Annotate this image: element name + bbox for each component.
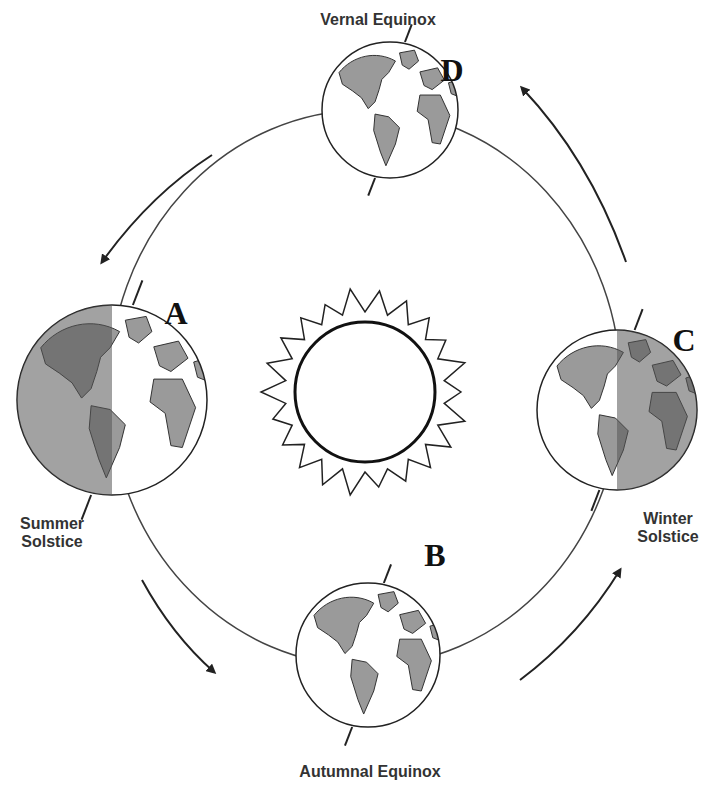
season-label: Winter Solstice: [626, 510, 710, 547]
position-letter: B: [424, 537, 445, 574]
season-label: Vernal Equinox: [320, 11, 436, 29]
season-label: Summer Solstice: [6, 515, 98, 552]
position-letter: A: [164, 295, 187, 332]
season-label: Autumnal Equinox: [299, 763, 440, 781]
position-letter: C: [672, 322, 695, 359]
position-letter: D: [440, 52, 463, 89]
